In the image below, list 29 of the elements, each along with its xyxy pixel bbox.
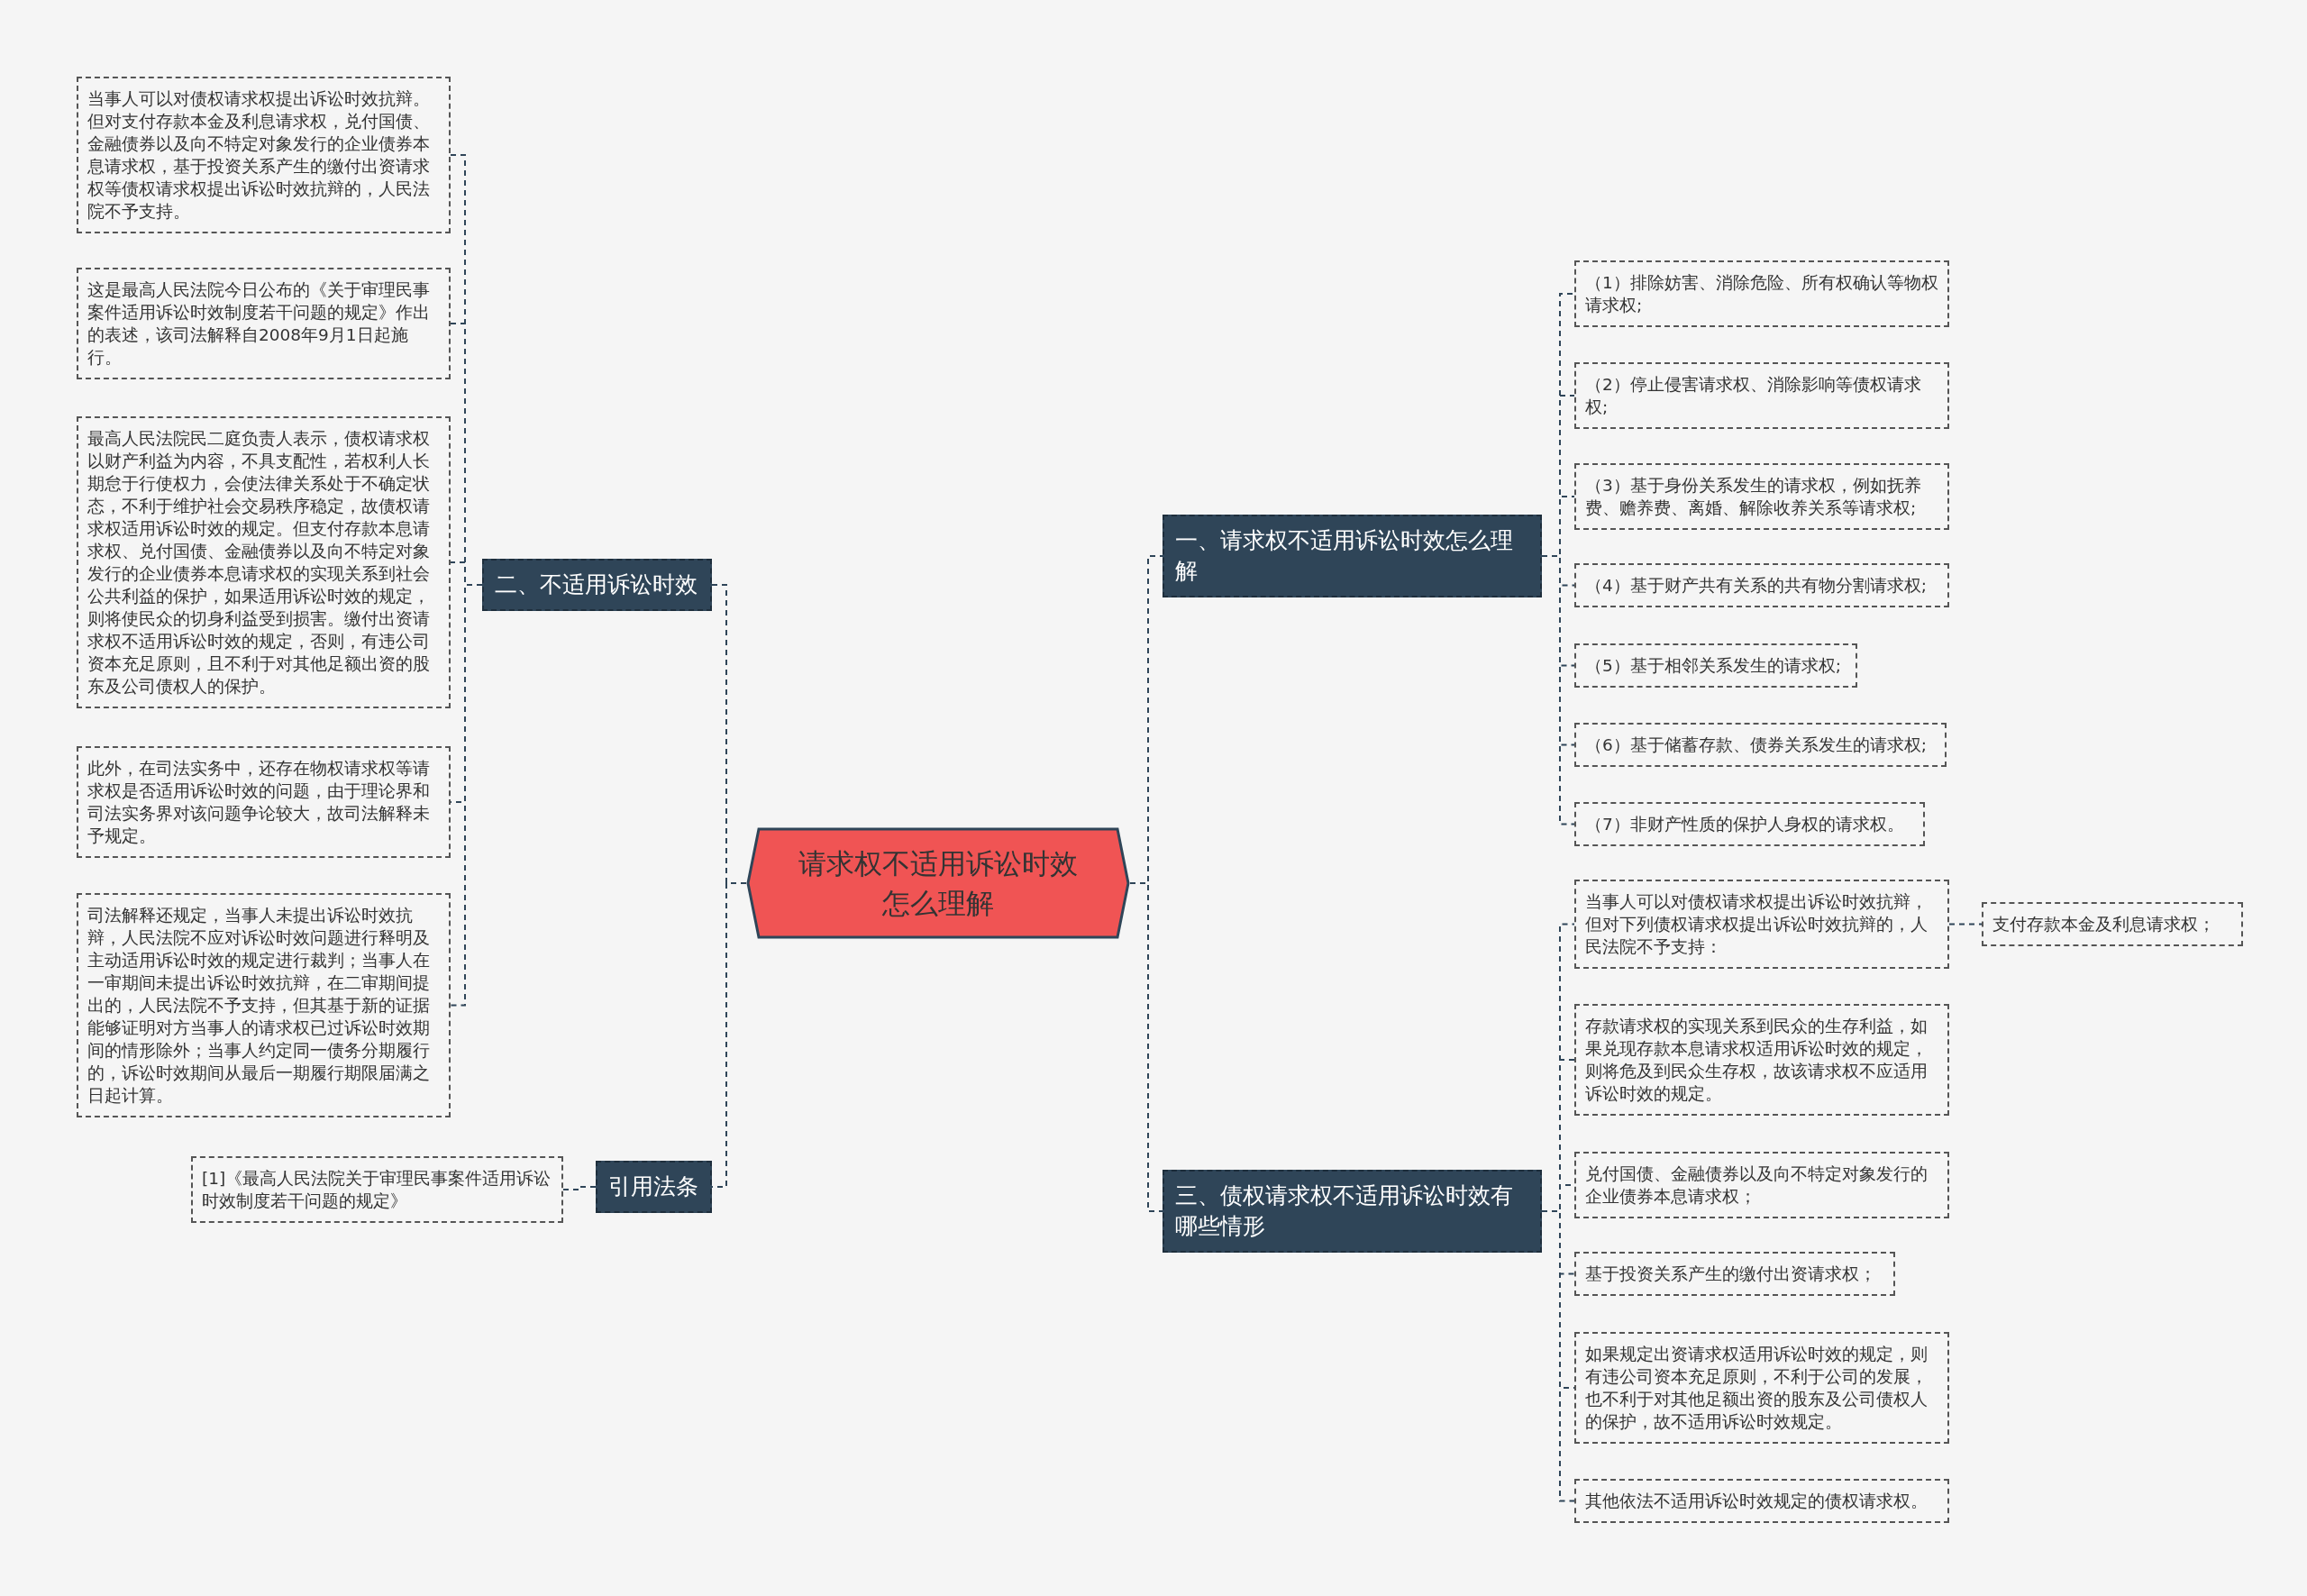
note-box: 基于投资关系产生的缴付出资请求权； xyxy=(1574,1252,1895,1296)
connector xyxy=(1948,923,1983,926)
note-box: 当事人可以对债权请求权提出诉讼时效抗辩，但对下列债权请求权提出诉讼时效抗辩的，人民法院不予支持： xyxy=(1574,880,1949,969)
note-box: 这是最高人民法院今日公布的《关于审理民事案件适用诉讼时效制度若干问题的规定》作出的表述，该司法解释自2008年9月1日起施行。 xyxy=(77,268,451,379)
topic-box: 一、请求权不适用诉讼时效怎么理解 xyxy=(1163,515,1542,597)
note-box: 存款请求权的实现关系到民众的生存利益，如果兑现存款本息请求权适用诉讼时效的规定，则将危及到民众生存权，故该请求权不应适用诉讼时效的规定。 xyxy=(1574,1004,1949,1116)
note-box: （7）非财产性质的保护人身权的请求权。 xyxy=(1574,802,1925,846)
note-box: （5）基于相邻关系发生的请求权; xyxy=(1574,643,1857,688)
topic-box: 引用法条 xyxy=(596,1161,712,1213)
note-box: 司法解释还规定，当事人未提出诉讼时效抗辩，人民法院不应对诉讼时效问题进行释明及主动适用诉讼时效的规定进行裁判；当事人在一审期间未提出诉讼时效抗辩，在二审期间提出的，人民法院不予支持，但其基于新的证据能够证明对方当事人的请求权已过诉讼时效期间的情形除外；当事人约定同一债务分期履行的，诉讼时效期间从最后一期履行期限届满之日起计算。 xyxy=(77,893,451,1117)
topic-box: 三、债权请求权不适用诉讼时效有哪些情形 xyxy=(1163,1170,1542,1253)
central-topic: 请求权不适用诉讼时效怎么理解 xyxy=(746,827,1130,939)
note-box: （6）基于储蓄存款、债券关系发生的请求权; xyxy=(1574,723,1947,767)
note-box: 当事人可以对债权请求权提出诉讼时效抗辩。但对支付存款本金及利息请求权，兑付国债、金融债券以及向不特定对象发行的企业债券本息请求权，基于投资关系产生的缴付出资请求权等债权请求权提出诉讼时效抗辩的，人民法院不予支持。 xyxy=(77,77,451,233)
note-box: 支付存款本金及利息请求权； xyxy=(1982,902,2243,946)
connector xyxy=(1541,555,1575,825)
note-box: （4）基于财产共有关系的共有物分割请求权; xyxy=(1574,563,1949,607)
note-box: 此外，在司法实务中，还存在物权请求权等请求权是否适用诉讼时效的问题，由于理论界和司法实务界对该问题争论较大，故司法解释未予规定。 xyxy=(77,746,451,858)
note-box: [1]《最高人民法院关于审理民事案件适用诉讼时效制度若干问题的规定》 xyxy=(191,1156,563,1223)
connector xyxy=(562,1186,597,1190)
note-box: （3）基于身份关系发生的请求权，例如抚养费、赡养费、离婚、解除收养关系等请求权; xyxy=(1574,463,1949,530)
note-box: （1）排除妨害、消除危险、所有权确认等物权请求权; xyxy=(1574,260,1949,327)
note-box: 最高人民法院民二庭负责人表示，债权请求权以财产利益为内容，不具支配性，若权利人长期怠于行使权力，会使法律关系处于不确定状态，不利于维护社会交易秩序稳定，故债权请求权适用诉讼时效的规定。但支付存款本息请求权、兑付国债、金融债券以及向不特定对象发行的企业债券本息请求权的实现关系到社会公共利益的保护，如果适用诉讼时效的规定，则将使民众的切身利益受到损害。缴付出资请求权不适用诉讼时效的规定，否则，有违公司资本充足原则，且不利于对其他足额出资的股东及公司债权人的保护。 xyxy=(77,416,451,708)
topic-box: 二、不适用诉讼时效 xyxy=(482,559,712,611)
note-box: 其他依法不适用诉讼时效规定的债权请求权。 xyxy=(1574,1479,1949,1523)
note-box: （2）停止侵害请求权、消除影响等债权请求权; xyxy=(1574,362,1949,429)
connector xyxy=(1541,1210,1575,1502)
note-box: 兑付国债、金融债券以及向不特定对象发行的企业债券本息请求权； xyxy=(1574,1152,1949,1218)
note-box: 如果规定出资请求权适用诉讼时效的规定，则有违公司资本充足原则，不利于公司的发展，也不利于对其他足额出资的股东及公司债权人的保护，故不适用诉讼时效规定。 xyxy=(1574,1332,1949,1444)
